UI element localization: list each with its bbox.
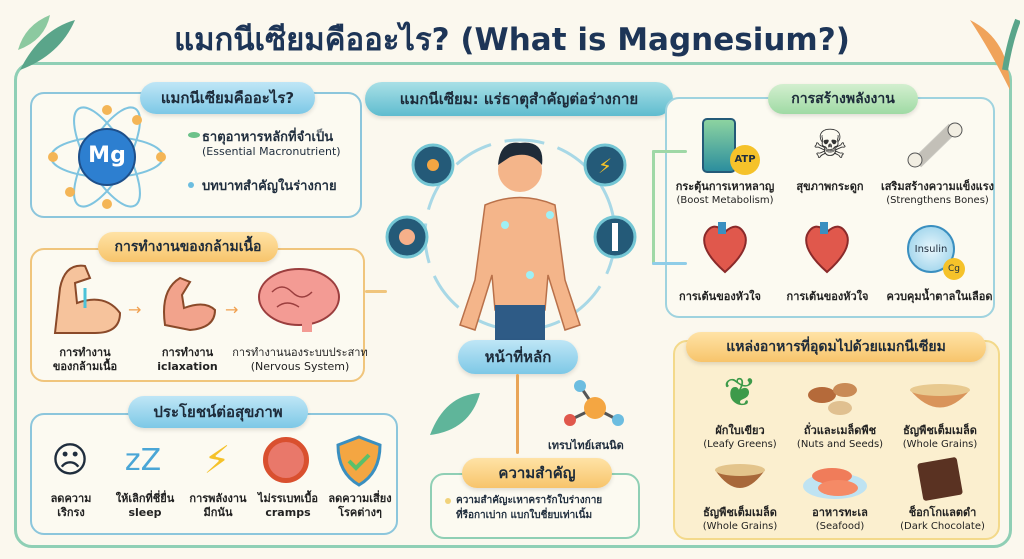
page-title: แมกนีเซียมคืออะไร? (What is Magnesium?)	[174, 22, 850, 58]
brain-icon	[258, 268, 340, 332]
food-item-label: ธัญพืชเต็มเมล็ด(Whole Grains)	[902, 424, 978, 450]
muscle-item-label: การทำงานนองระบบประสาท(Nervous System)	[232, 346, 368, 373]
nuts-icon	[800, 370, 870, 420]
magnesium-symbol: Mg	[88, 143, 126, 168]
benefit-label: การพลังงานมีกนัน	[189, 492, 247, 519]
connector-line	[365, 290, 387, 293]
bullet-subtext: (Essential Macronutrient)	[202, 145, 341, 158]
grain-bowl-icon	[905, 370, 975, 420]
energy-item-label: การเต้นของหัวใจ	[679, 290, 761, 303]
magnesium-atom-icon	[48, 105, 166, 209]
connector-line	[652, 150, 655, 265]
flexed-arm-icon	[53, 264, 122, 334]
connector-line	[516, 374, 519, 454]
energy-item-label: ควบคุมน้ำตาลในเลือด	[886, 290, 993, 303]
importance-text: ความสำคัญะเหาครารักใบร่างกายที่รือกาเบ่า…	[456, 495, 603, 521]
main-function-header: หน้าที่หลัก	[458, 340, 578, 374]
arrow-right-icon: →	[225, 300, 239, 319]
heart-icon	[805, 222, 849, 274]
energy-item-label: กระตุ้นการเหาหลาญ(Boost Metabolism)	[675, 180, 775, 206]
energy-item-label: เสริมสร้างความแข็งแรง(Strengthens Bones)	[880, 180, 995, 206]
molecule-label: เทรบไทย์เสนนิด	[548, 439, 624, 452]
connector-line	[652, 150, 687, 153]
benefit-label: ลดความเริกรง	[50, 492, 92, 519]
benefit-label: ลดความเสี่ยงโรคต่างๆ	[328, 492, 392, 519]
what-is-header: แมกนีเซียมคืออะไร?	[140, 82, 315, 114]
arrow-right-icon: →	[128, 300, 142, 319]
skeleton-icon: ☠	[812, 122, 848, 168]
energy-header: การสร้างพลังงาน	[768, 84, 918, 114]
benefits-header: ประโยชน์ต่อสุขภาพ	[128, 396, 308, 428]
leaf-decoration-icon	[970, 18, 1020, 90]
svg-text:⚡: ⚡	[598, 154, 612, 178]
leaf-decoration-icon	[18, 15, 75, 70]
relaxing-arm-icon	[163, 276, 217, 332]
muscle-item-label: การทำงานของกล้ามเนื้อ	[52, 346, 118, 373]
molecule-icon	[564, 380, 624, 426]
bullet-text: ธาตุอาหารหลักที่จำเป็น	[202, 130, 334, 145]
whole-grains-icon	[705, 458, 775, 503]
energy-item-label: การเต้นของหัวใจ	[786, 290, 869, 303]
leaf-icon	[430, 393, 480, 435]
shield-check-icon	[336, 435, 382, 487]
food-item-label: ธัญพืชเต็มเมล็ด(Whole Grains)	[702, 506, 778, 532]
center-header: แมกนีเซียม: แร่ธาตุสำคัญต่อร่างกาย	[365, 82, 673, 116]
bullet-icon	[188, 182, 194, 188]
bullet-icon	[188, 132, 200, 138]
glucose-badge: Cg	[943, 258, 965, 280]
muscle-header: การทำงานของกล้ามเนื้อ	[98, 232, 278, 262]
bullet-icon	[445, 498, 451, 504]
stressed-person-icon: ☹	[51, 439, 89, 481]
sleep-bed-icon: zZ	[124, 442, 162, 478]
energy-item-label: สุขภาพกระดูก	[796, 180, 864, 193]
dark-chocolate-icon	[915, 455, 965, 503]
healthy-person-illustration: ⚡	[385, 138, 637, 350]
no-cramps-icon	[263, 437, 309, 483]
leafy-greens-icon: ❦	[723, 369, 757, 416]
bullet-text: บทบาทสำคัญในร่างกาย	[202, 179, 337, 194]
bone-icon	[907, 122, 963, 168]
food-section	[673, 340, 1000, 540]
outer-frame	[14, 62, 1012, 548]
connector-line	[652, 262, 687, 265]
seafood-icon	[800, 458, 870, 503]
food-item-label: ผักใบเขียว(Leafy Greens)	[703, 424, 777, 450]
atp-badge: ATP	[730, 145, 760, 175]
lightning-icon: ⚡	[203, 438, 231, 482]
food-item-label: ถั่วและเมล็ดพืช(Nuts and Seeds)	[796, 424, 884, 450]
heart-icon	[703, 222, 747, 274]
food-item-label: ช็อกโกแลตดำ(Dark Chocolate)	[900, 506, 985, 532]
food-header: แหล่งอาหารที่อุดมไปด้วยแมกนีเซียม	[686, 332, 986, 362]
importance-header: ความสำคัญ	[462, 458, 612, 488]
food-item-label: อาหารทะเล(Seafood)	[812, 506, 868, 532]
